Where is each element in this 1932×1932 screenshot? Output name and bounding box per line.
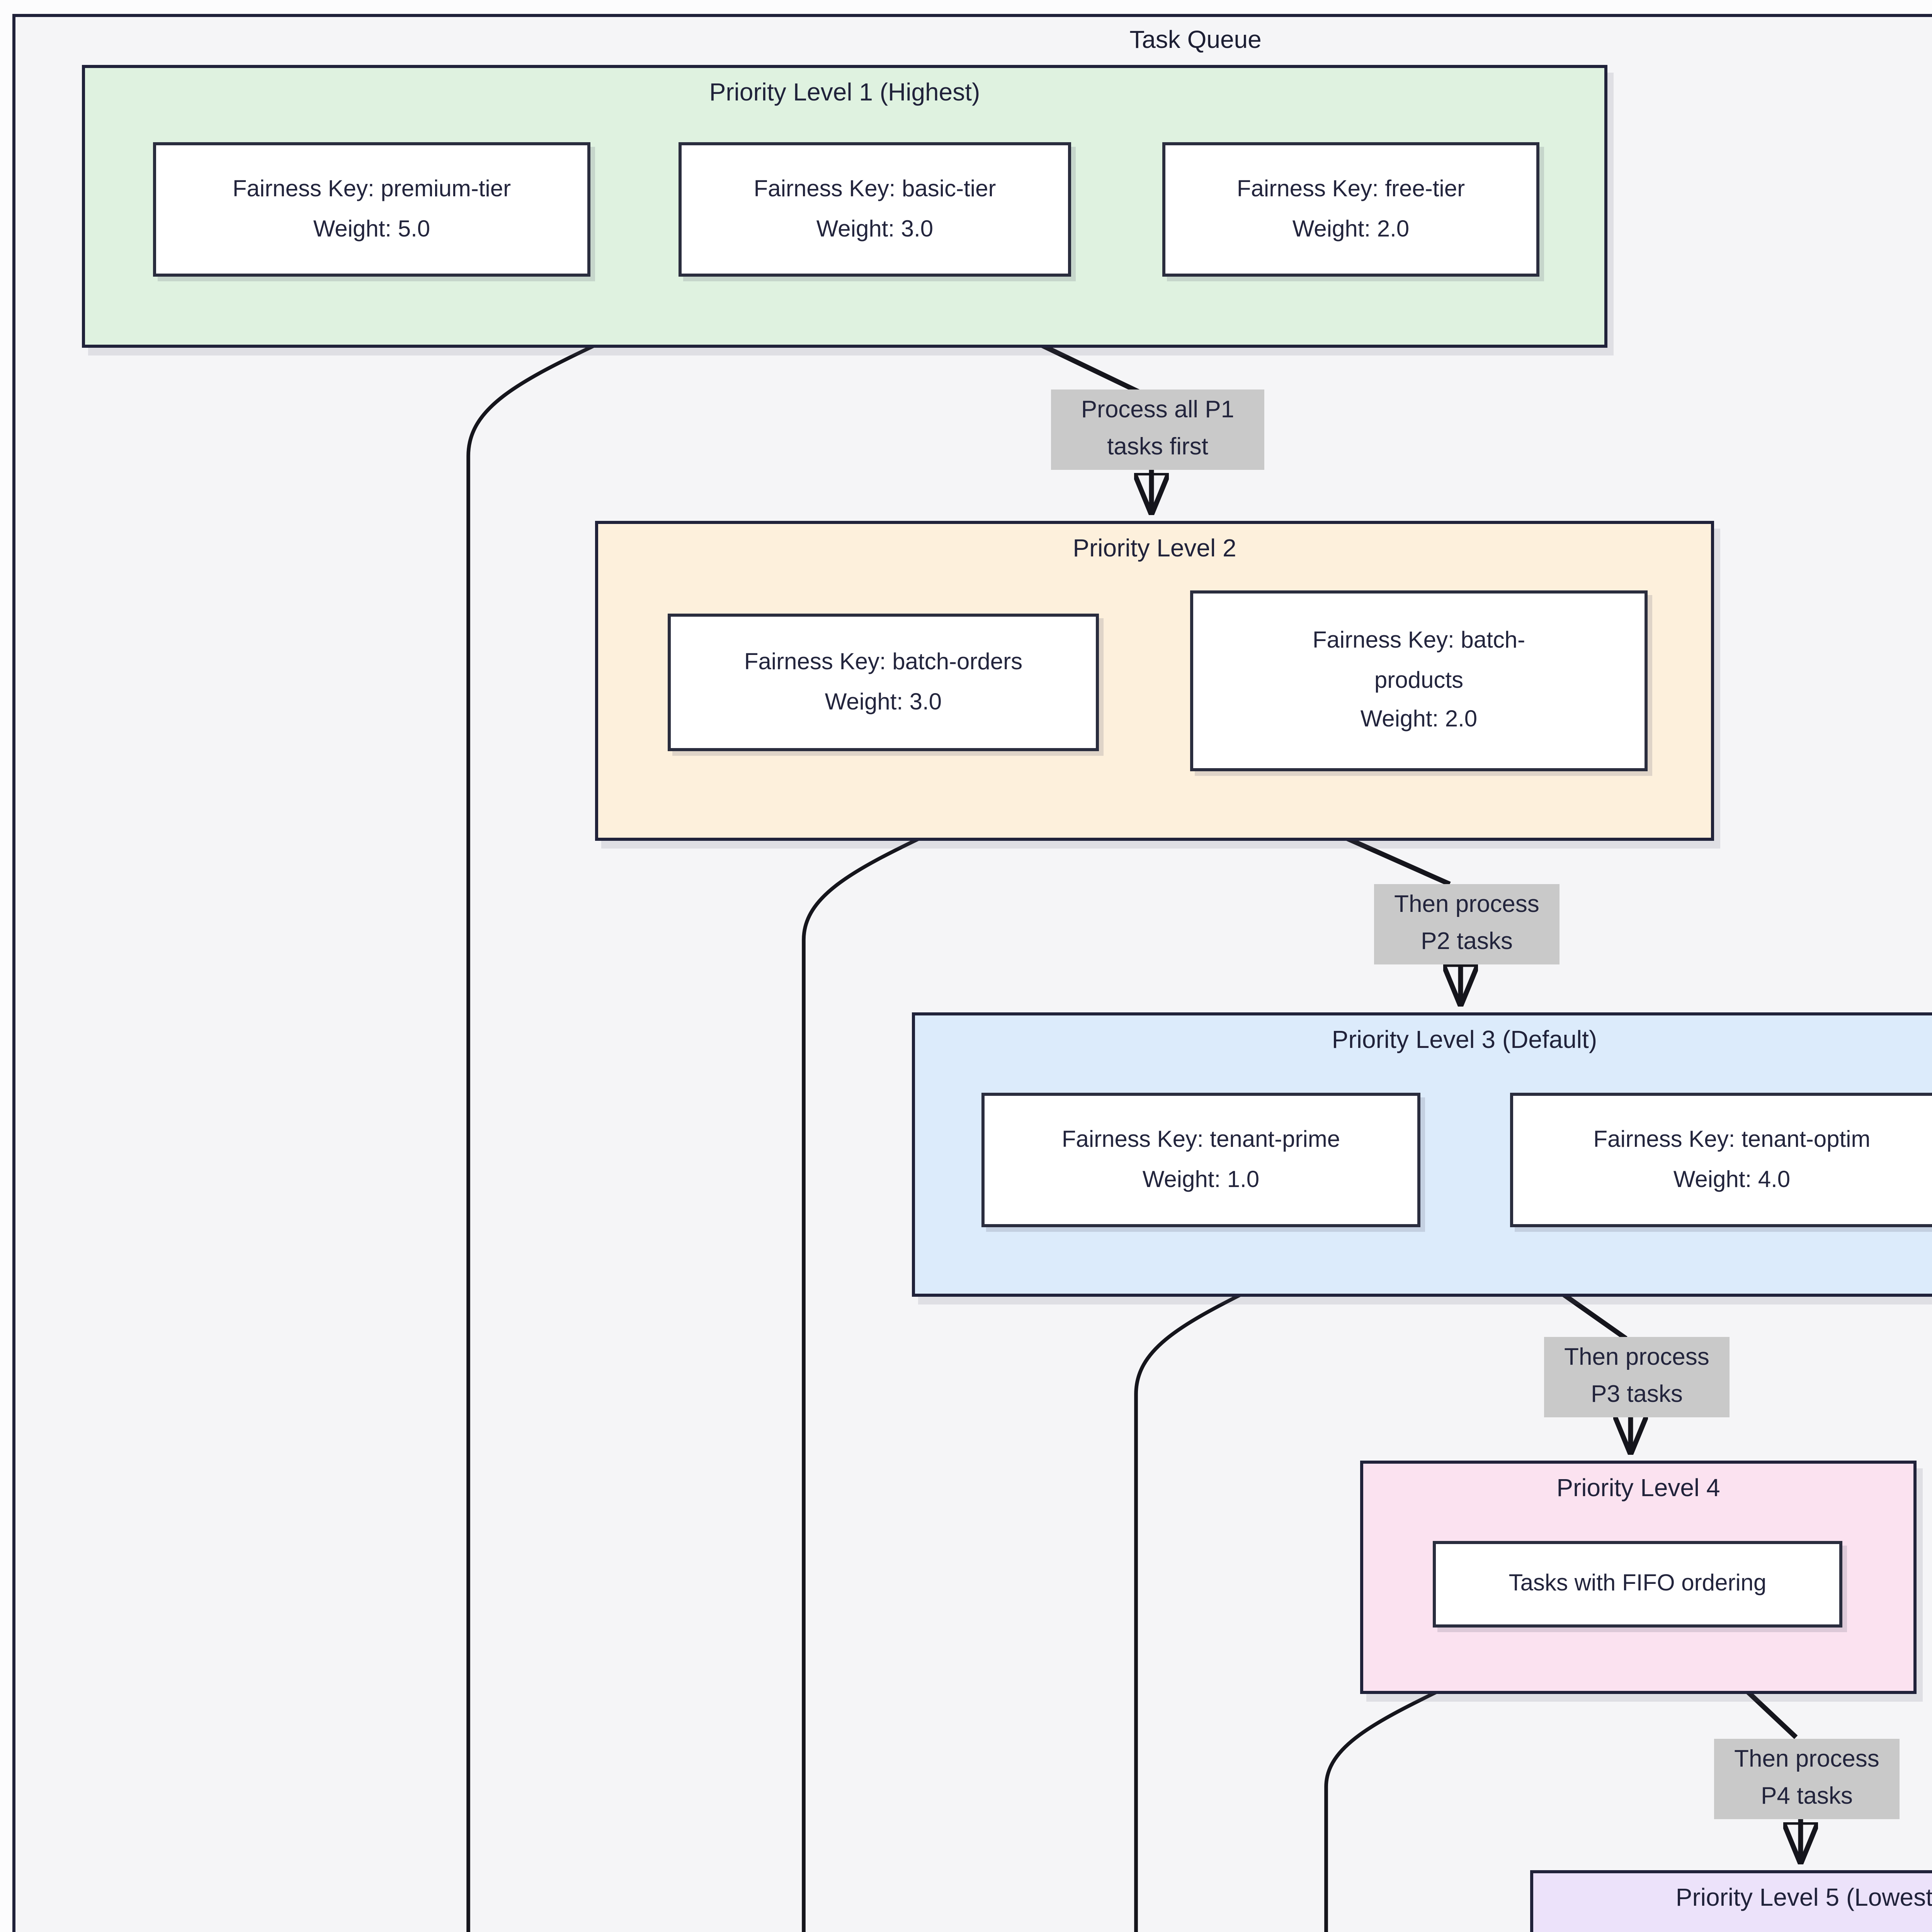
priority-level-3: Priority Level 3 (Default) Fairness Key:…: [912, 1012, 1932, 1297]
task-weight: Weight: 2.0: [1292, 216, 1410, 242]
task-node: Tasks with FIFO ordering: [1433, 1541, 1842, 1628]
priority-level-5-tasks: Tasks with FIFO ordering: [1533, 1873, 1932, 1932]
edge-label-line: tasks first: [1107, 434, 1208, 461]
priority-level-1-title: Priority Level 1 (Highest): [709, 80, 980, 107]
priority-level-5: Priority Level 5 (Lowest) Tasks with FIF…: [1530, 1870, 1932, 1932]
task-weight: Weight: 3.0: [825, 689, 942, 715]
edge-label-p2-p3: Then process P2 tasks: [1374, 884, 1560, 964]
task-label: Fairness Key: tenant-optim: [1593, 1127, 1871, 1153]
edge-label-line: Then process: [1564, 1345, 1709, 1371]
edge-label-p3-p4: Then process P3 tasks: [1544, 1337, 1730, 1417]
priority-level-4-title: Priority Level 4: [1556, 1476, 1720, 1502]
priority-level-2: Priority Level 2 Fairness Key: batch-ord…: [595, 521, 1714, 841]
edge-label-line: Then process: [1734, 1747, 1879, 1773]
priority-level-1: Priority Level 1 (Highest) Fairness Key:…: [82, 65, 1607, 348]
task-label: Tasks with FIFO ordering: [1509, 1571, 1767, 1597]
priority-level-3-title: Priority Level 3 (Default): [1332, 1028, 1597, 1054]
edge-label-p4-p5: Then process P4 tasks: [1714, 1739, 1900, 1819]
task-label: Fairness Key: premium-tier: [232, 176, 511, 202]
priority-level-4: Priority Level 4 Tasks with FIFO orderin…: [1360, 1461, 1917, 1694]
task-label: Fairness Key: batch-products: [1312, 628, 1526, 694]
edge-label-line: P3 tasks: [1591, 1382, 1683, 1408]
task-label: Fairness Key: tenant-prime: [1061, 1127, 1340, 1153]
edge-label-line: Process all P1: [1081, 397, 1235, 423]
task-weight: Weight: 3.0: [816, 216, 934, 242]
task-weight: Weight: 2.0: [1360, 707, 1478, 733]
edge-label-line: P4 tasks: [1761, 1784, 1853, 1810]
edge-label-line: P2 tasks: [1421, 929, 1513, 955]
edge-label-p1-p2: Process all P1 tasks first: [1051, 389, 1264, 470]
task-weight: Weight: 5.0: [313, 216, 430, 242]
priority-level-4-tasks: Tasks with FIFO ordering: [1363, 1464, 1913, 1691]
task-label: Fairness Key: basic-tier: [753, 176, 996, 202]
task-label: Fairness Key: free-tier: [1236, 176, 1465, 202]
priority-level-2-title: Priority Level 2: [1073, 536, 1236, 563]
edge-label-line: Then process: [1394, 892, 1539, 918]
task-queue-title: Task Queue: [1129, 28, 1262, 54]
task-weight: Weight: 4.0: [1673, 1166, 1791, 1192]
priority-level-5-title: Priority Level 5 (Lowest): [1675, 1886, 1932, 1912]
task-weight: Weight: 1.0: [1142, 1166, 1260, 1192]
task-label: Fairness Key: batch-orders: [744, 649, 1023, 675]
